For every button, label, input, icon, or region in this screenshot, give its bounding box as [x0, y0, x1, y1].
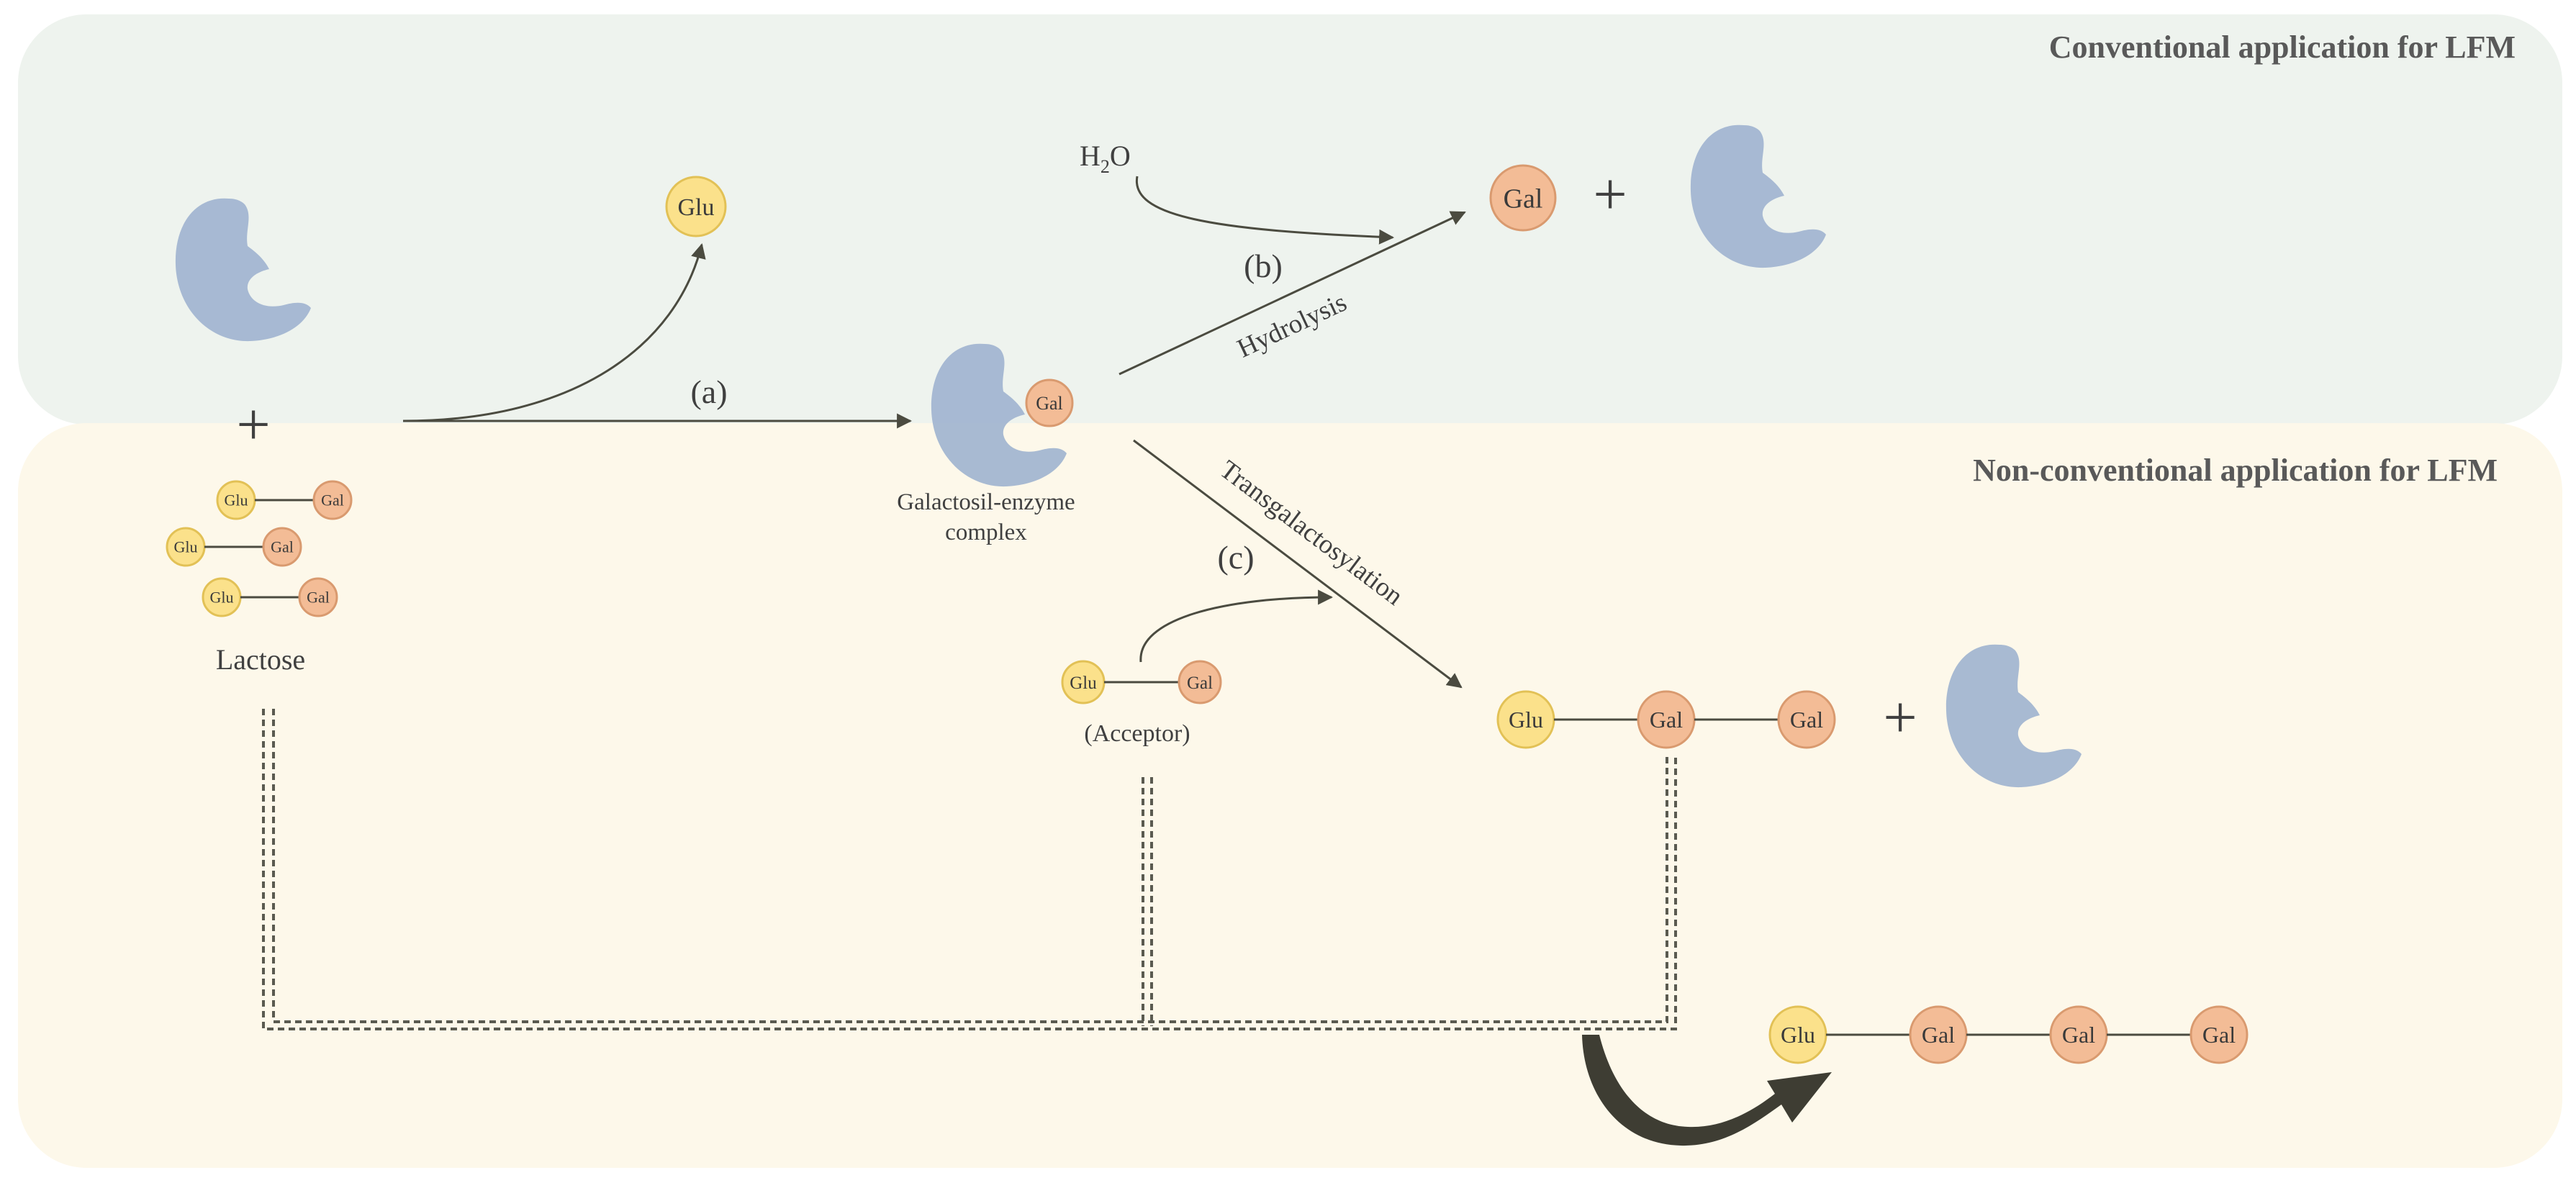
- gal-label: Gal: [1504, 183, 1543, 214]
- hydrolysis-galactose: Gal: [1489, 164, 1557, 232]
- plus-sign-hydrolysis: +: [1593, 161, 1627, 228]
- tetrasaccharide-product: Glu Gal Gal Gal: [1768, 1005, 2249, 1064]
- glu-label: Glu: [678, 194, 715, 221]
- plus-sign-start: +: [236, 391, 270, 458]
- complex-galactose: Gal: [1025, 378, 1074, 427]
- lactose-1-gal-1: Gal: [312, 480, 353, 520]
- gal-label: Gal: [1650, 707, 1683, 733]
- gal-label: Gal: [2062, 1022, 2095, 1048]
- gal-label: Gal: [1790, 707, 1823, 733]
- acceptor-gal-1: Gal: [1178, 660, 1222, 704]
- glu-label: Glu: [174, 538, 198, 556]
- trisaccharide-glu-0: Glu: [1496, 690, 1555, 749]
- complex-label-line2: complex: [945, 520, 1027, 545]
- glu-label: Glu: [210, 589, 234, 607]
- lactose-3-glu-0: Glu: [202, 577, 242, 617]
- tetrasaccharide-gal-1: Gal: [1909, 1005, 1968, 1064]
- dashed-connector-lines: [262, 709, 1677, 1030]
- arrow-to-glucose: [402, 242, 706, 422]
- gal-label: Gal: [1187, 674, 1213, 693]
- tetrasaccharide-gal-2: Gal: [2049, 1005, 2108, 1064]
- water-curve-arrow: [1135, 176, 1395, 245]
- complex-label-line1: Galactosil-enzyme: [897, 489, 1075, 515]
- trisaccharide-product: Glu Gal Gal: [1496, 690, 1836, 749]
- glu-label: Glu: [1781, 1022, 1815, 1048]
- tetrasaccharide-gal-3: Gal: [2189, 1005, 2249, 1064]
- complex-gal: Gal: [1025, 378, 1074, 427]
- acceptor-glu-0: Glu: [1061, 660, 1106, 704]
- conventional-panel: [18, 14, 2562, 425]
- lactose-3-gal-1: Gal: [298, 577, 338, 617]
- hydrolysis-arrow: [1118, 211, 1466, 376]
- trisaccharide-gal-1: Gal: [1637, 690, 1696, 749]
- released-glucose: Glu: [665, 176, 727, 237]
- hydrolysis-gal: Gal: [1489, 164, 1557, 232]
- step-b-label: (b): [1244, 248, 1283, 284]
- gal-label: Gal: [321, 491, 344, 509]
- big-curved-arrow: [1582, 1035, 1832, 1146]
- lactose-2-gal-1: Gal: [262, 527, 302, 567]
- step-a-label: (a): [690, 373, 727, 410]
- step-c-label: (c): [1217, 539, 1254, 576]
- gal-label: Gal: [2202, 1022, 2236, 1048]
- gal-label: Gal: [1922, 1022, 1955, 1048]
- lactose-label: Lactose: [216, 643, 305, 676]
- lactose-2-glu-0: Glu: [166, 527, 206, 567]
- nonconventional-panel: [18, 423, 2562, 1168]
- trisaccharide-gal-2: Gal: [1777, 690, 1836, 749]
- acceptor-curve-arrow: [1139, 589, 1334, 663]
- transgalactosylation-arrow: [1133, 439, 1463, 689]
- gal-label: Gal: [271, 538, 294, 556]
- plus-sign-product: +: [1883, 684, 1917, 751]
- acceptor-label: (Acceptor): [1084, 720, 1190, 747]
- tetrasaccharide-glu-0: Glu: [1768, 1005, 1827, 1064]
- gal-label: Gal: [307, 589, 330, 607]
- gal-label: Gal: [1036, 393, 1063, 414]
- glu-label: Glu: [1509, 707, 1543, 733]
- glu-label: Glu: [225, 491, 248, 509]
- glu-label: Glu: [1070, 674, 1097, 693]
- lactose-1-glu-0: Glu: [216, 480, 256, 520]
- conventional-panel-title: Conventional application for LFM: [2049, 30, 2516, 65]
- nonconventional-panel-title: Non-conventional application for LFM: [1973, 453, 2498, 488]
- water-label: H2O: [1080, 140, 1131, 177]
- acceptor-molecule: Glu Gal: [1061, 660, 1222, 704]
- released-glu: Glu: [665, 176, 727, 237]
